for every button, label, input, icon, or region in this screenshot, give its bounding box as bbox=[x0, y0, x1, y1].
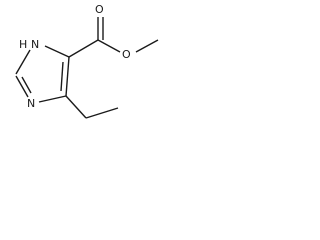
bond-c4-ch2 bbox=[65, 95, 87, 119]
bond-n1-c5 bbox=[44, 45, 70, 58]
bond-carbonyl-oester bbox=[97, 39, 121, 53]
atom-labels: H N N O O bbox=[19, 3, 131, 110]
bond-c4-c5 bbox=[65, 56, 70, 97]
ethyl-group bbox=[65, 95, 119, 119]
atom-label-n3: N bbox=[27, 97, 35, 110]
bond-oester-methyl bbox=[135, 39, 159, 53]
imidazole-ring bbox=[15, 45, 70, 103]
atom-label-n1: N bbox=[31, 38, 39, 51]
atom-label-h: H bbox=[19, 38, 27, 51]
bond-c2-n3 bbox=[15, 75, 29, 98]
bond-c4-c5-inner bbox=[60, 61, 64, 92]
bond-c2-n3-inner bbox=[21, 76, 32, 94]
chemical-structure-diagram: H N N O O bbox=[15, 3, 159, 119]
methyl-ester-group bbox=[68, 17, 159, 58]
bond-c5-carbonyl bbox=[68, 39, 99, 58]
bond-n1-c2 bbox=[15, 49, 31, 75]
atom-label-o-ester: O bbox=[122, 48, 131, 61]
bond-ch2-ch3 bbox=[85, 107, 119, 119]
bond-n3-c4 bbox=[38, 95, 67, 103]
atom-label-o-carbonyl: O bbox=[95, 3, 104, 16]
